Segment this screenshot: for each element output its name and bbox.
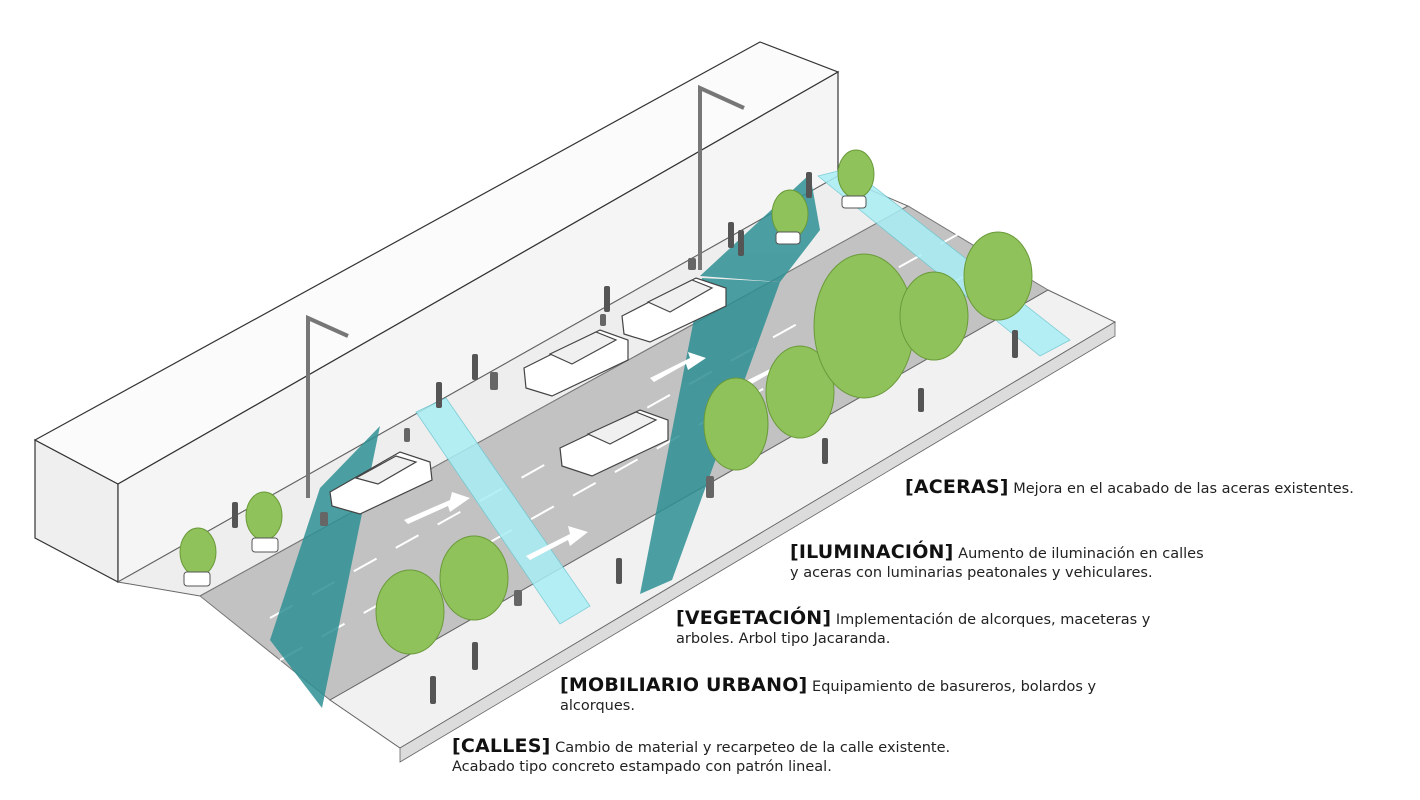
trees bbox=[179, 149, 1033, 655]
note-mobiliario: [MOBILIARIO URBANO] Equipamiento de basu… bbox=[560, 676, 1096, 716]
note-iluminacion-line-2: y aceras con luminarias peatonales y veh… bbox=[790, 565, 1153, 581]
note-calles-line-2: Acabado tipo concreto estampado con patr… bbox=[452, 759, 832, 775]
car-2 bbox=[559, 409, 669, 477]
car-4 bbox=[621, 277, 727, 343]
note-aceras-line-1: Mejora en el acabado de las aceras exist… bbox=[1013, 481, 1354, 497]
note-calles: [CALLES] Cambio de material y recarpeteo… bbox=[452, 737, 950, 777]
note-vegetacion-tag: [VEGETACIÓN] bbox=[676, 607, 832, 629]
note-mobiliario-line-2: alcorques. bbox=[560, 698, 635, 714]
street-furniture bbox=[320, 258, 714, 606]
note-mobiliario-line-1: Equipamiento de basureros, bolardos y bbox=[812, 679, 1097, 695]
planters bbox=[183, 195, 867, 587]
note-mobiliario-tag: [MOBILIARIO URBANO] bbox=[560, 674, 808, 696]
note-iluminacion-tag: [ILUMINACIÓN] bbox=[790, 541, 954, 563]
pedestrians bbox=[232, 172, 1018, 704]
note-calles-line-1: Cambio de material y recarpeteo de la ca… bbox=[555, 740, 951, 756]
note-aceras: [ACERAS] Mejora en el acabado de las ace… bbox=[905, 478, 1354, 499]
building-block bbox=[33, 41, 840, 584]
note-vegetacion-line-2: arboles. Arbol tipo Jacaranda. bbox=[676, 631, 891, 647]
car-3 bbox=[523, 329, 629, 397]
street-lamps bbox=[306, 84, 745, 498]
note-vegetacion: [VEGETACIÓN] Implementación de alcorques… bbox=[676, 609, 1150, 649]
car-1 bbox=[329, 451, 433, 515]
note-iluminacion: [ILUMINACIÓN] Aumento de iluminación en … bbox=[790, 543, 1204, 583]
note-calles-tag: [CALLES] bbox=[452, 735, 551, 757]
note-aceras-tag: [ACERAS] bbox=[905, 476, 1009, 498]
note-iluminacion-line-1: Aumento de iluminación en calles bbox=[958, 546, 1204, 562]
cars bbox=[329, 277, 727, 515]
note-vegetacion-line-1: Implementación de alcorques, maceteras y bbox=[835, 612, 1151, 628]
